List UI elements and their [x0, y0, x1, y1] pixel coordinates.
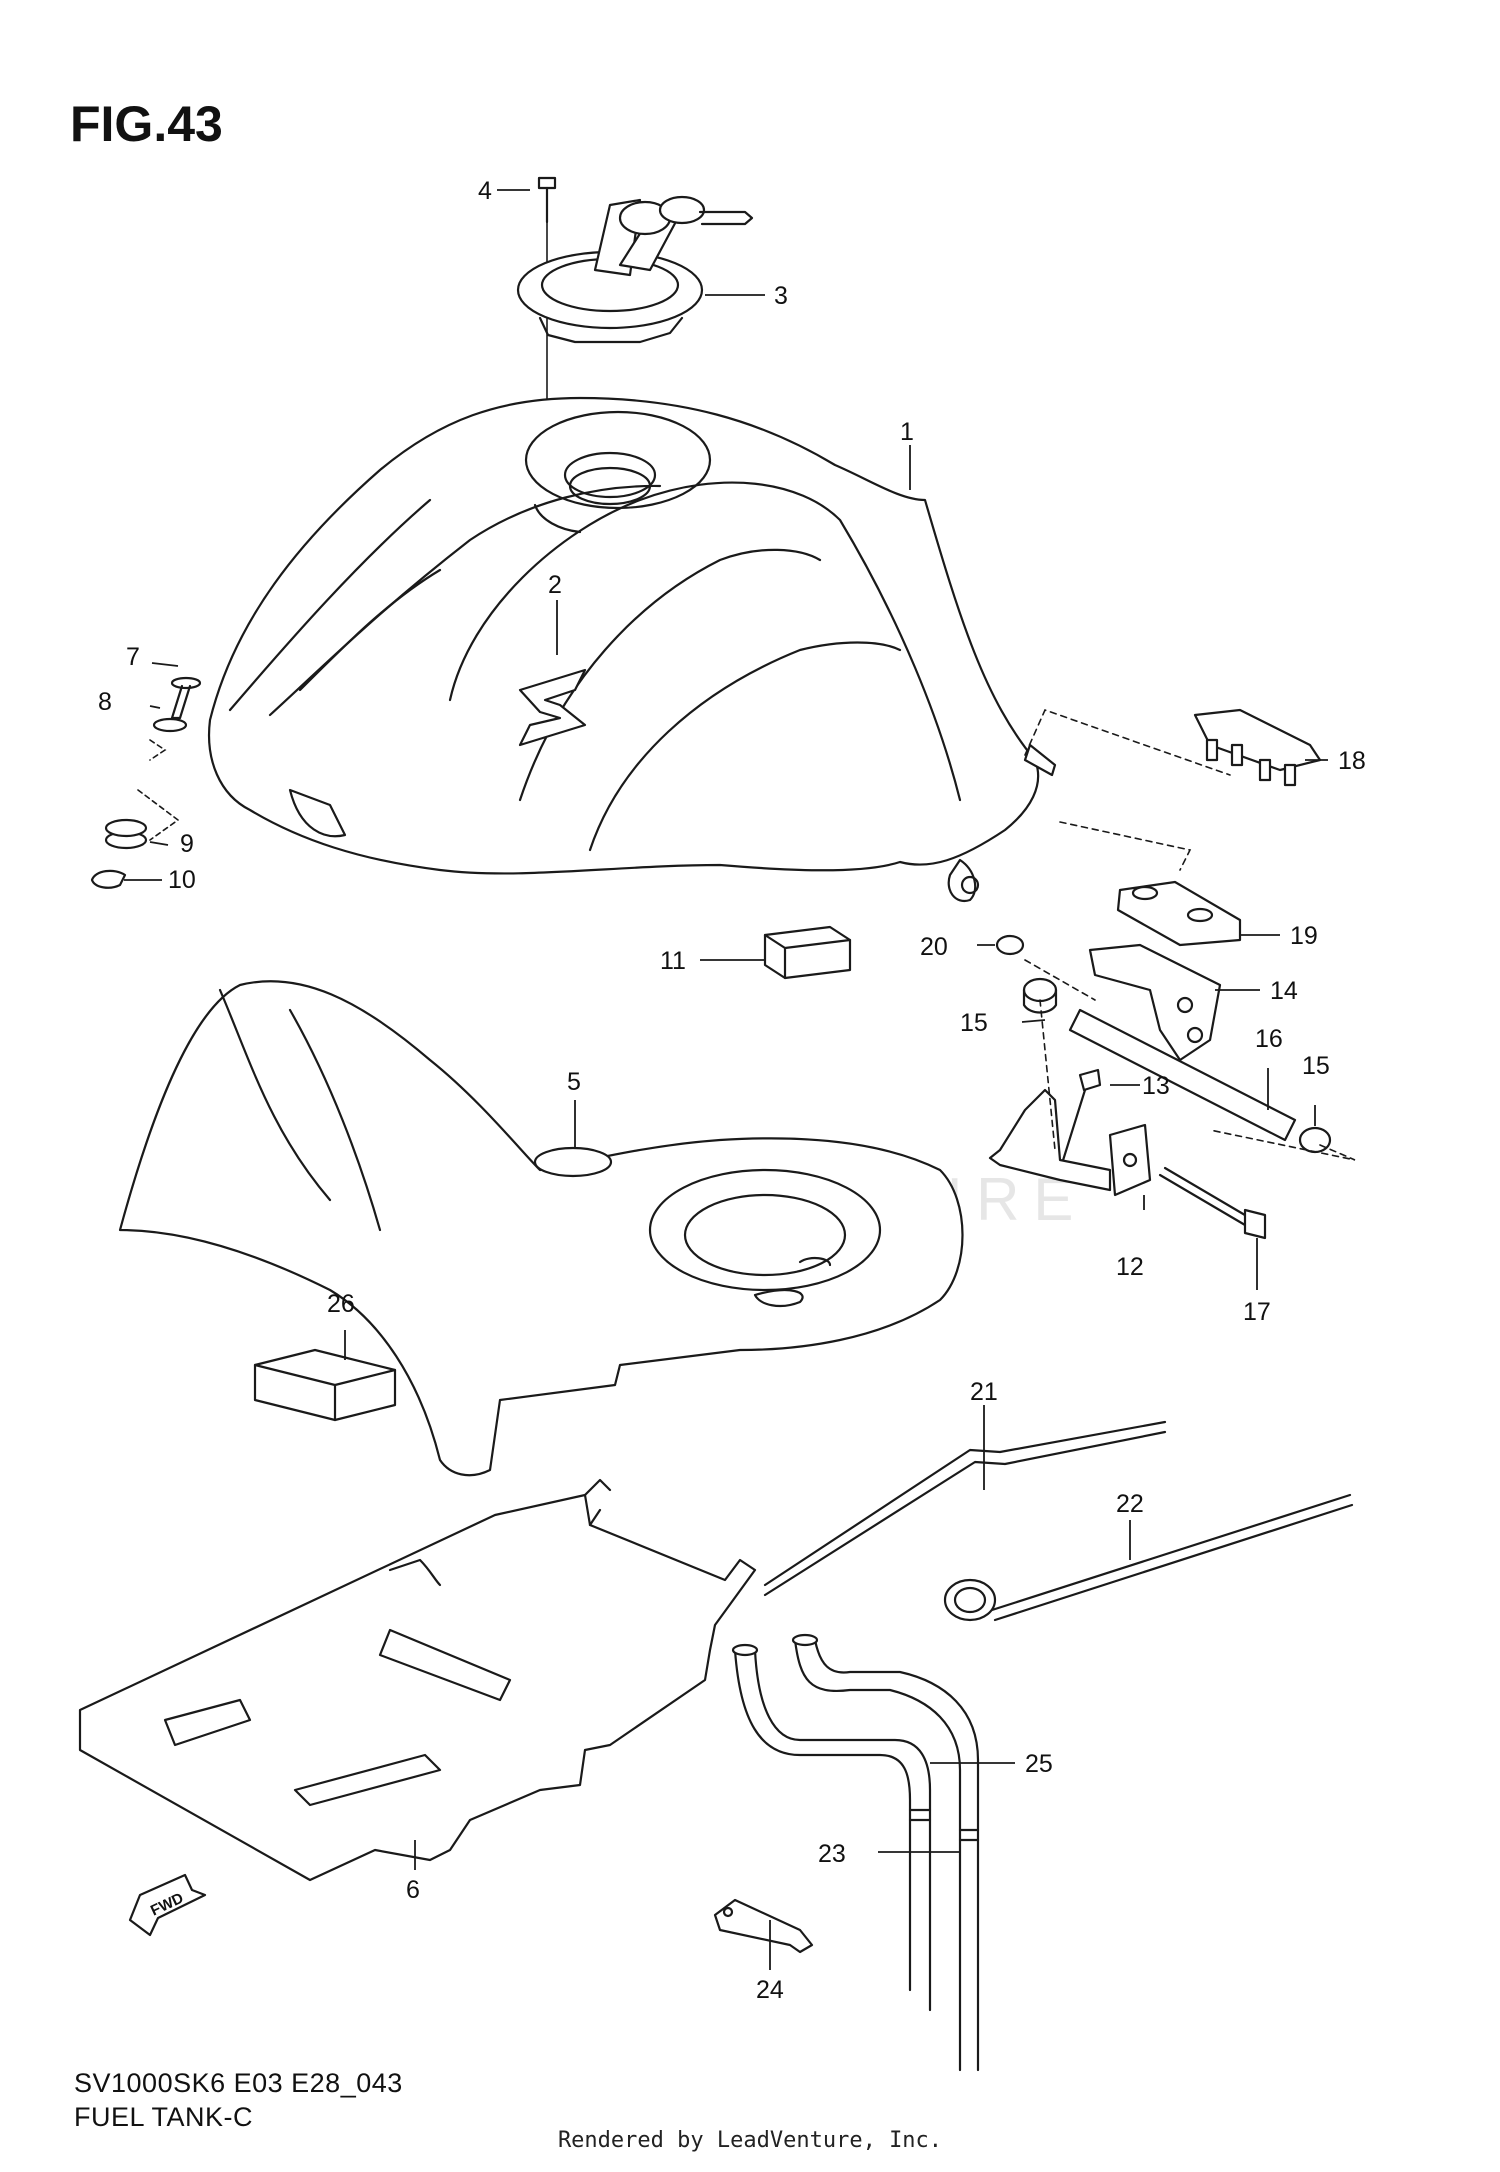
- figure-label: FIG.43: [70, 96, 223, 152]
- callout-15-right: 15: [1302, 1052, 1330, 1080]
- part-11-block: [763, 925, 852, 980]
- part-21-rod: [763, 1420, 1167, 1597]
- callout-9: 9: [180, 830, 194, 858]
- part-2-emblem: [518, 668, 587, 747]
- part-20-nut: [995, 934, 1025, 956]
- callout-11: 11: [660, 947, 686, 975]
- callout-14: 14: [1270, 977, 1298, 1005]
- fwd-arrow-icon: FWD: [128, 1873, 207, 1937]
- callout-5: 5: [567, 1068, 581, 1096]
- part-26-pad: [253, 1348, 397, 1422]
- callout-8: 8: [98, 688, 112, 716]
- part-19-cushion: [1116, 880, 1242, 947]
- part-10-collar: [90, 869, 127, 889]
- callout-18: 18: [1338, 747, 1366, 775]
- callout-13: 13: [1142, 1072, 1170, 1100]
- part-15-bushing-left: [1022, 977, 1058, 1014]
- part-7-bolt: [170, 676, 202, 720]
- render-credit: Rendered by LeadVenture, Inc.: [557, 2128, 943, 2153]
- part-17-bolt: [1158, 1166, 1267, 1240]
- part-16-shaft: [1068, 1008, 1297, 1142]
- callout-4: 4: [478, 177, 492, 205]
- callout-24: 24: [756, 1976, 784, 2004]
- callout-23: 23: [818, 1840, 846, 1868]
- callout-19: 19: [1290, 922, 1318, 950]
- part-22-drain-rod: [943, 1493, 1354, 1622]
- part-3-fuel-cap: [516, 195, 754, 344]
- part-15-bushing-right: [1298, 1126, 1332, 1154]
- callout-3: 3: [774, 282, 788, 310]
- callout-20: 20: [920, 933, 948, 961]
- model-code: SV1000SK6 E03 E28_043: [74, 2068, 403, 2098]
- callout-1: 1: [900, 418, 914, 446]
- callout-15-left: 15: [960, 1009, 988, 1037]
- callout-26: 26: [327, 1290, 355, 1318]
- callout-6: 6: [406, 1876, 420, 1904]
- callout-10: 10: [168, 866, 196, 894]
- callout-21: 21: [970, 1378, 998, 1406]
- part-24-clamp: [713, 1898, 814, 1954]
- part-12-hinge-plate: [988, 1088, 1152, 1197]
- callout-2: 2: [548, 571, 562, 599]
- part-23-hose: [731, 1633, 980, 2072]
- callout-17: 17: [1243, 1298, 1271, 1326]
- callout-7: 7: [126, 643, 140, 671]
- callout-25: 25: [1025, 1750, 1053, 1778]
- part-6-plate: [78, 1478, 757, 1882]
- leader-lines: [124, 189, 1328, 1970]
- part-8-washer: [152, 717, 188, 733]
- callout-16: 16: [1255, 1025, 1283, 1053]
- part-25-hose: [733, 1648, 932, 2012]
- part-9-cushion: [104, 818, 148, 850]
- part-13-bolt: [1058, 1068, 1102, 1172]
- diagram-title: FUEL TANK-C: [74, 2102, 254, 2132]
- callout-12: 12: [1116, 1253, 1144, 1281]
- part-5-tank-cover: [118, 980, 964, 1477]
- part-18-bracket: [1193, 708, 1322, 787]
- part-1-fuel-tank: [208, 396, 1057, 903]
- callout-22: 22: [1116, 1490, 1144, 1518]
- callout-numbers: 4 3 1 2 7 8 9 10 18 19 11 20 14 15 16 15…: [98, 177, 1366, 2004]
